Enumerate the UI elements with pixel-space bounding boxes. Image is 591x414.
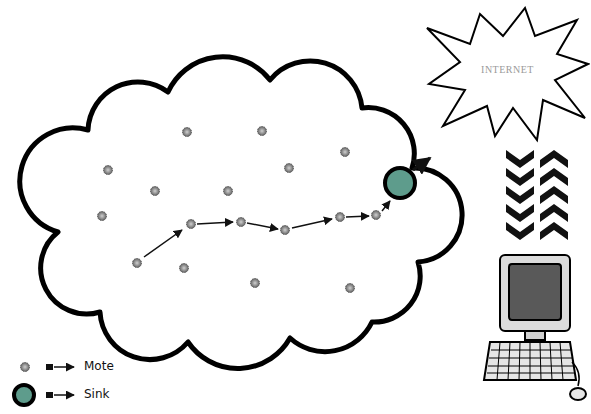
motes <box>98 127 381 293</box>
mote <box>180 264 189 273</box>
legend-label: Sink <box>84 387 110 401</box>
network-cloud <box>20 57 462 369</box>
hop-arrow <box>382 201 390 211</box>
download-chevrons <box>506 150 534 240</box>
upload-chevrons <box>540 150 568 240</box>
starburst-outline <box>425 6 590 144</box>
sink-legend-icon <box>14 385 34 405</box>
mote <box>336 213 345 222</box>
mote <box>183 128 192 137</box>
mote <box>341 148 350 157</box>
mote <box>285 164 294 173</box>
legend-icons <box>14 363 74 406</box>
mote <box>133 259 142 268</box>
legend-label: Mote <box>84 359 114 373</box>
mote <box>151 187 160 196</box>
legend-pointer <box>54 394 74 396</box>
mote <box>281 226 290 235</box>
hop-arrow <box>144 230 182 257</box>
cloud-label: INTERNET <box>481 64 534 75</box>
legend-pointer <box>46 364 53 370</box>
mote <box>237 218 246 227</box>
uplink-arrow <box>413 158 430 170</box>
legend-pointer <box>46 392 53 398</box>
internet-starburst: INTERNET <box>425 6 590 144</box>
mote <box>346 284 355 293</box>
hop-arrow <box>292 219 332 228</box>
mote <box>224 187 233 196</box>
mote <box>372 211 381 220</box>
hop-arrow <box>197 222 233 224</box>
mote-legend-icon <box>21 363 30 372</box>
hop-arrow <box>346 216 369 217</box>
computer-icon <box>484 255 586 400</box>
hop-arrow <box>247 223 278 229</box>
starburst-shape <box>427 8 588 140</box>
mote <box>187 220 196 229</box>
mote <box>98 212 107 221</box>
legend-pointer <box>54 366 74 368</box>
mote <box>258 127 267 136</box>
mote <box>251 279 260 288</box>
route-arrows <box>144 201 390 257</box>
sink-node <box>385 168 415 198</box>
mote <box>104 166 113 175</box>
